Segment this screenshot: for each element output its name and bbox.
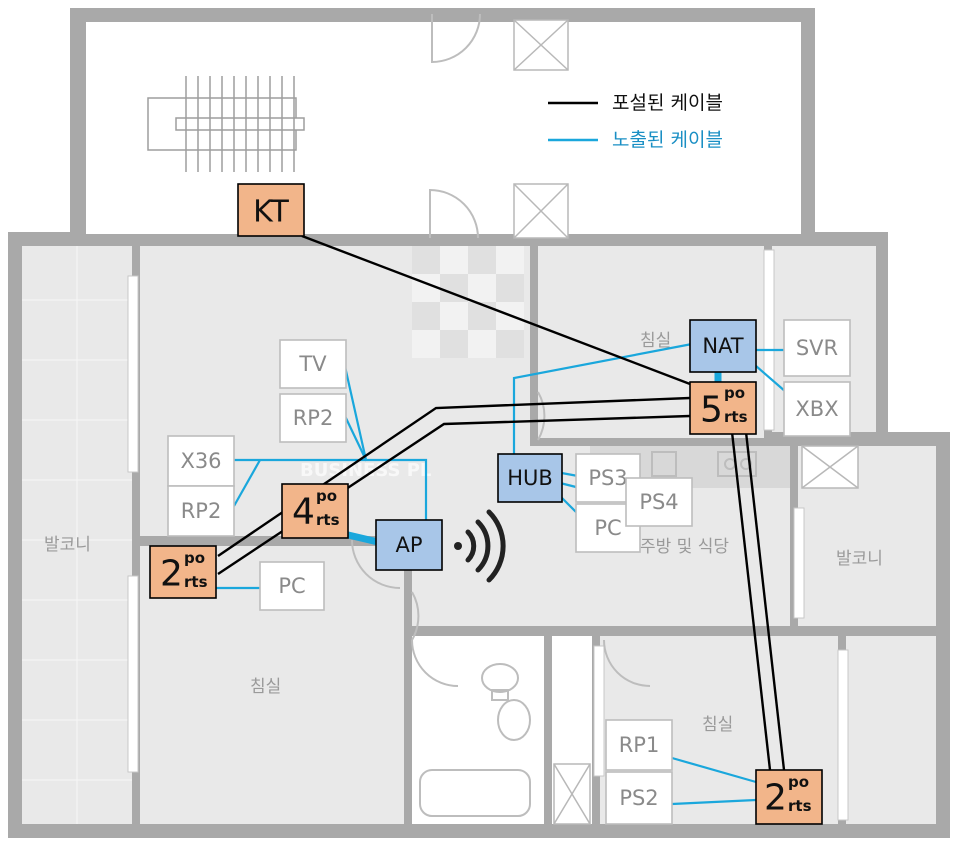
windows xyxy=(127,249,849,821)
device-ps2[interactable]: PS2 xyxy=(605,771,673,825)
switch-2ports-left-sub: rts xyxy=(184,573,208,591)
legend: 포설된 케이블 노출된 케이블 xyxy=(548,92,723,151)
switch-2ports-left[interactable]: 2 po rts xyxy=(149,545,217,599)
cable-nat-xbx xyxy=(755,365,787,393)
door-swings xyxy=(351,13,651,687)
switch-2ports-left-number: 2 xyxy=(160,554,183,595)
device-xbx-label: XBX xyxy=(795,397,838,421)
device-tv[interactable]: TV xyxy=(279,339,347,389)
stairs-icon xyxy=(147,76,305,172)
switch-4ports[interactable]: 4 po rts xyxy=(281,483,349,539)
isp-label: KT xyxy=(253,195,289,230)
device-rp2-left[interactable]: RP2 xyxy=(167,485,235,537)
device-rp1[interactable]: RP1 xyxy=(605,719,673,771)
wifi-signal-icon xyxy=(454,509,506,583)
device-x36-label: X36 xyxy=(180,449,221,473)
cable-rp2-living xyxy=(343,413,367,461)
switch-2ports-left-sup: po xyxy=(184,549,205,567)
hub-node[interactable]: HUB xyxy=(497,453,563,503)
switch-2ports-bottom-number: 2 xyxy=(764,778,787,819)
cable-kt-5ports xyxy=(301,234,691,386)
left-balcony-tiles xyxy=(22,246,132,824)
cable-rp2-left xyxy=(233,459,261,507)
legend-buried-label: 포설된 케이블 xyxy=(612,92,723,114)
device-ps3-label: PS3 xyxy=(588,466,627,490)
device-ps2-label: PS2 xyxy=(619,786,658,810)
device-rp2-living-label: RP2 xyxy=(293,406,334,430)
balcony-left-label: 발코니 xyxy=(44,535,91,555)
device-ps4-label: PS4 xyxy=(639,490,678,514)
cable-5ports-bottom-a xyxy=(730,431,772,771)
ap-label: AP xyxy=(395,533,422,557)
ap-node[interactable]: AP xyxy=(375,519,443,571)
switch-5ports-sub: rts xyxy=(724,408,748,426)
switch-4ports-sub: rts xyxy=(316,511,340,529)
room-labels: 발코니 발코니 침실 침실 침실 주방 및 식당 BUSINESS PL xyxy=(44,331,883,735)
switch-4ports-sup: po xyxy=(316,487,337,505)
device-tv-label: TV xyxy=(298,352,327,376)
switch-4ports-number: 4 xyxy=(292,492,315,533)
device-pc-left-label: PC xyxy=(278,574,305,598)
nat-node[interactable]: NAT xyxy=(689,319,757,373)
device-rp1-label: RP1 xyxy=(619,733,660,757)
device-svr[interactable]: SVR xyxy=(783,319,851,377)
cable-2ports-rp1 xyxy=(671,756,757,784)
switch-5ports[interactable]: 5 po rts xyxy=(689,381,757,435)
device-rp2-left-label: RP2 xyxy=(181,499,222,523)
shaft-boxes xyxy=(513,19,859,825)
balcony-right-label: 발코니 xyxy=(836,549,883,569)
device-pc-kitchen-label: PC xyxy=(594,516,621,540)
isp-node[interactable]: KT xyxy=(237,183,305,237)
network-nodes: NAT HUB AP xyxy=(375,319,757,571)
cable-nat-hub xyxy=(512,342,693,456)
hub-label: HUB xyxy=(507,466,553,490)
bedroom-left-label: 침실 xyxy=(250,677,281,697)
switch-5ports-number: 5 xyxy=(700,390,723,431)
switch-2ports-bottom[interactable]: 2 po rts xyxy=(755,769,823,825)
kitchen-label: 주방 및 식당 xyxy=(640,537,729,557)
cable-tv-ap xyxy=(342,361,428,526)
device-rp2-living[interactable]: RP2 xyxy=(279,393,347,443)
cable-4ports-ap xyxy=(343,530,379,546)
switch-2ports-bottom-sup: po xyxy=(788,773,809,791)
switch-5ports-sup: po xyxy=(724,384,745,402)
bathroom-fixtures xyxy=(419,663,531,817)
device-svr-label: SVR xyxy=(796,336,838,360)
device-ps4[interactable]: PS4 xyxy=(625,477,693,527)
legend-exposed-label: 노출된 케이블 xyxy=(612,129,723,151)
switch-2ports-bottom-sub: rts xyxy=(788,797,812,815)
cable-2ports-ps2 xyxy=(671,798,757,806)
device-xbx[interactable]: XBX xyxy=(783,381,851,437)
watermark-text: BUSINESS PL xyxy=(300,460,431,481)
cable-5ports-bottom-b xyxy=(744,431,786,771)
device-x36[interactable]: X36 xyxy=(167,435,235,487)
devices: TV RP2 X36 RP2 PC PS3 PC PS4 xyxy=(167,319,851,825)
device-pc-left[interactable]: PC xyxy=(259,561,325,611)
bedroom-right-label: 침실 xyxy=(702,715,733,735)
nat-label: NAT xyxy=(702,334,743,358)
balcony-bottom-right-floor xyxy=(846,636,936,824)
entry-checker xyxy=(412,246,524,358)
bathroom-floor xyxy=(412,636,544,824)
bedroom-top-label: 침실 xyxy=(640,331,671,351)
